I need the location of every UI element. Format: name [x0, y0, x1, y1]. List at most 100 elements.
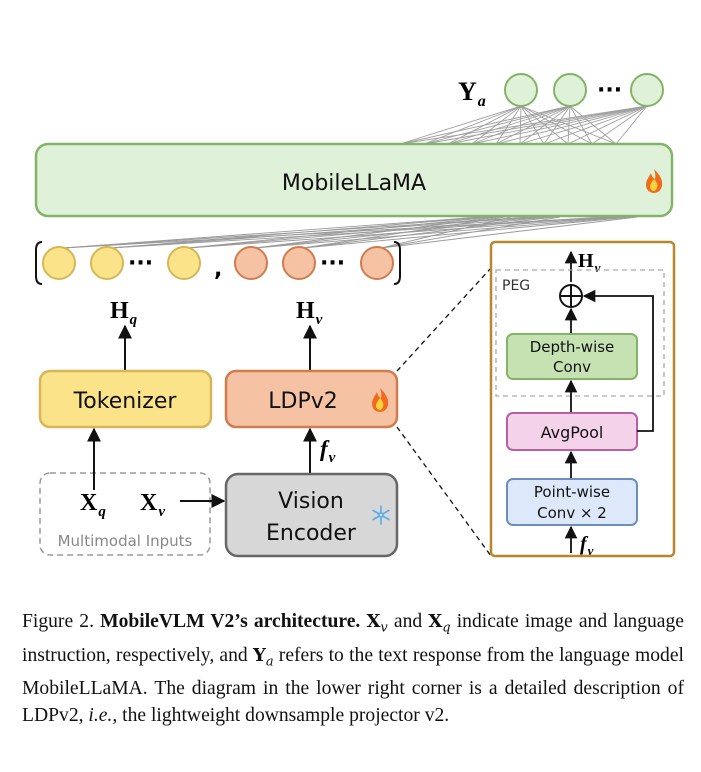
output-token-3: [630, 73, 664, 107]
fan-line-output: [520, 105, 593, 145]
depthwise-line2: Conv: [553, 358, 591, 376]
caption-xv: Xv: [366, 611, 388, 636]
xq-label: Xq: [80, 490, 106, 520]
output-token-2: [553, 73, 587, 107]
architecture-diagram: Ya ··· MobileLLaMA ··· , ··· Hq Hv Token…: [34, 73, 676, 558]
fan-line-input: [254, 216, 500, 249]
tokenizer-label: Tokenizer: [73, 389, 178, 414]
output-token-1: [504, 73, 538, 107]
caption-ie: i.e.: [88, 705, 113, 727]
flame-icon: [372, 388, 389, 412]
fan-line-input: [254, 216, 626, 249]
fan-line-input: [62, 216, 608, 249]
depthwise-conv-box: [506, 333, 638, 380]
pointwise-line1: Point-wise: [534, 483, 610, 501]
pointwise-conv-box: [506, 478, 638, 526]
peg-region: [495, 269, 665, 397]
zoom-line-top: [396, 267, 492, 372]
snowflake-icon: [372, 505, 390, 525]
figure-caption: Figure 2. MobileVLM V2’s architecture. X…: [22, 608, 684, 729]
right-bracket: [393, 241, 401, 285]
fan-line-output: [520, 105, 617, 145]
ldpv2-label: LDPv2: [268, 389, 337, 414]
fan-line-output: [519, 105, 522, 145]
depthwise-line1: Depth-wise: [530, 338, 615, 356]
hv-label: Hv: [296, 298, 323, 328]
fan-line-output: [399, 105, 522, 145]
fan-line-input: [302, 216, 506, 249]
hq-label: Hq: [110, 298, 138, 328]
fan-line-output: [615, 105, 648, 145]
fan-line-output: [569, 105, 593, 145]
fan-line-output: [447, 105, 648, 145]
detail-hv-label: Hv: [578, 250, 601, 275]
residual-skip-arrow: [582, 289, 654, 432]
fan-line-output: [520, 105, 569, 145]
fan-line-output: [471, 105, 571, 145]
ldpv2-detail-panel: [489, 240, 676, 558]
token-comma: ,: [214, 257, 222, 282]
fan-line-input: [380, 216, 512, 249]
visual-token-2: [282, 246, 316, 280]
fan-line-output: [447, 105, 522, 145]
fan-line-output: [569, 105, 617, 145]
fan-line-output: [495, 105, 648, 145]
fan-line-output: [543, 105, 648, 145]
fan-line-input: [110, 216, 537, 249]
output-label: Ya: [458, 77, 486, 110]
attention-fan-lines: [62, 105, 648, 249]
fan-line-output: [520, 105, 545, 145]
fan-line-input: [187, 216, 543, 249]
left-bracket: [35, 241, 43, 285]
fan-line-input: [302, 216, 555, 249]
detail-fv-label: fv: [580, 533, 594, 558]
caption-xq: Xq: [428, 611, 451, 636]
mobilellama-box: [34, 142, 674, 218]
visual-token-3: [360, 246, 394, 280]
fan-line-input: [62, 216, 482, 249]
output-ellipsis: ···: [597, 78, 622, 103]
text-token-3: [167, 246, 201, 280]
caption-text-4: refers to the text response from the lan…: [22, 644, 684, 727]
fan-line-input: [380, 216, 561, 249]
ldpv2-box: [224, 369, 399, 429]
vision-encoder-box: [224, 472, 399, 558]
caption-text-3: indicate image and language instruction,…: [22, 611, 684, 666]
caption-prefix: Figure 2.: [22, 611, 101, 632]
vision-encoder-line2: Encoder: [266, 521, 357, 546]
fan-line-input: [110, 216, 488, 249]
caption-text-2: and: [387, 611, 429, 632]
text-token-1: [42, 246, 76, 280]
pointwise-line2: Conv × 2: [537, 504, 607, 522]
fan-line-output: [471, 105, 522, 145]
multimodal-inputs-label: Multimodal Inputs: [58, 532, 193, 550]
avgpool-label: AvgPool: [541, 423, 604, 442]
peg-label: PEG: [502, 278, 530, 294]
text-token-ellipsis: ···: [128, 251, 153, 276]
fan-line-input: [187, 216, 494, 249]
flame-icon: [646, 169, 663, 193]
fan-line-output: [399, 105, 648, 145]
fan-line-output: [519, 105, 648, 145]
fan-line-output: [423, 105, 648, 145]
fan-line-input: [302, 216, 632, 249]
zoom-line-bottom: [396, 426, 492, 557]
visual-token-ellipsis: ···: [320, 251, 345, 276]
mobilellama-label: MobileLLaMA: [282, 171, 426, 196]
xv-label: Xv: [140, 490, 165, 520]
multimodal-inputs-box: [39, 472, 211, 556]
fv-label: fv: [320, 436, 336, 466]
fan-line-output: [471, 105, 648, 145]
vision-encoder-line1: Vision: [278, 489, 344, 514]
text-token-2: [90, 246, 124, 280]
tokenizer-box: [38, 369, 213, 429]
caption-text-5: , the lightweight downsample projector v…: [112, 705, 450, 727]
fan-line-output: [423, 105, 522, 145]
fan-line-output: [567, 105, 648, 145]
fan-line-input: [380, 216, 638, 249]
fan-line-output: [495, 105, 522, 145]
caption-title: MobileVLM V2’s architecture.: [100, 611, 361, 632]
visual-token-1: [234, 246, 268, 280]
caption-ya: Ya: [252, 644, 274, 670]
